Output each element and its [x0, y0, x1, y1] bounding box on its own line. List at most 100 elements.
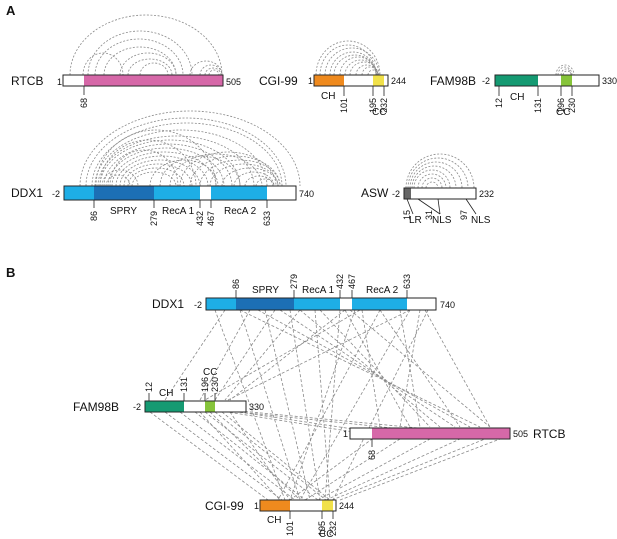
fam98b-mark-196-b: 196 — [200, 377, 210, 392]
ddx1-spry-domain — [94, 186, 154, 200]
cgi99-start-b: 1 — [254, 501, 259, 511]
rtcb-domain — [84, 75, 223, 86]
asw-mark-31-a: 31 — [424, 210, 434, 220]
fam98b-ch-domain-b — [145, 401, 184, 412]
cgi99-cc-label-b: CC — [319, 529, 333, 539]
ddx1-bar-a — [63, 185, 297, 208]
asw-start-a: -2 — [392, 189, 400, 199]
ddx1-mark-633-a: 633 — [262, 211, 272, 226]
cgi99-end-a: 244 — [391, 76, 406, 86]
panel-label-a: A — [6, 3, 16, 18]
cgi99-mark-101-b: 101 — [285, 521, 295, 536]
asw-lr-label-a: LR — [409, 215, 422, 226]
ddx1-name-b: DDX1 — [152, 297, 184, 311]
fam98b-mark-196-a: 196 — [556, 98, 566, 113]
cgi99-name-b: CGI-99 — [205, 499, 244, 513]
rtcb-name-b: RTCB — [533, 427, 565, 441]
ddx1-end-b: 740 — [440, 300, 455, 310]
fam98b-mark-131-a: 131 — [533, 98, 543, 113]
rtcb-end-b: 505 — [513, 429, 528, 439]
cgi99-end-b: 244 — [339, 501, 354, 511]
rtcb-intra-arcs — [69, 14, 223, 76]
fam98b-ch-label-a: CH — [510, 92, 524, 103]
ddx1-mark-279-b: 279 — [289, 274, 299, 289]
fam98b-start-b: -2 — [133, 402, 141, 412]
fam98b-mark-230-a: 230 — [567, 98, 577, 113]
fam98b-mark-131-b: 131 — [179, 377, 189, 392]
cgi99-ch-label-a: CH — [321, 91, 335, 102]
cgi99-bar-a — [313, 74, 389, 96]
fam98b-start-a: -2 — [482, 76, 490, 86]
ddx1-reca1-domain — [154, 186, 200, 200]
ddx1-reca1-label-a: RecA 1 — [162, 206, 195, 217]
rtcb-mark-68-a: 68 — [79, 98, 89, 108]
asw-name-a: ASW — [361, 186, 389, 200]
ddx1-mark-432-b: 432 — [335, 274, 345, 289]
cgi99-cc-domain — [373, 75, 384, 86]
rtcb-domain-b — [372, 428, 510, 439]
cgi99-bar-b — [259, 499, 337, 519]
cgi99-mark-195-a: 195 — [368, 98, 378, 113]
rtcb-mark-68-b: 68 — [367, 450, 377, 460]
fam98b-name-a: FAM98B — [430, 74, 476, 88]
fam98b-intra-arcs — [555, 64, 575, 76]
cgi99-cc-label-a: CC — [372, 107, 386, 118]
ddx1-reca1-label-b: RecA 1 — [302, 285, 335, 296]
ddx1-reca1-domain-b — [294, 298, 340, 310]
ddx1-mark-467-b: 467 — [347, 274, 357, 289]
fam98b-bar-b — [144, 393, 247, 413]
fam98b-ch-label-b: CH — [159, 388, 173, 399]
asw-nls2-label-a: NLS — [471, 215, 491, 226]
asw-mark-97-a: 97 — [459, 210, 469, 220]
asw-lr-region — [404, 188, 411, 199]
fam98b-ch-domain — [495, 75, 538, 86]
ddx1-reca2-domain — [211, 186, 267, 200]
rtcb-name-a: RTCB — [11, 74, 43, 88]
fam98b-mark-230-b: 230 — [210, 377, 220, 392]
fam98b-cc-label-b: CC — [203, 367, 217, 378]
fam98b-bar-a — [494, 74, 600, 96]
cgi99-intra-arcs — [315, 40, 381, 76]
asw-intra-arcs — [405, 153, 475, 189]
fam98b-cc-label-a: CC — [556, 107, 570, 118]
cgi99-mark-101-a: 101 — [339, 98, 349, 113]
fam98b-cc-domain-b — [205, 401, 215, 412]
asw-mark-15-a: 15 — [402, 210, 412, 220]
fam98b-end-b: 330 — [249, 402, 264, 412]
ddx1-start-a: -2 — [52, 189, 60, 199]
cgi99-cc-domain-b — [322, 500, 333, 511]
fam98b-mark-12-b: 12 — [144, 382, 154, 392]
ddx1-mark-279-a: 279 — [149, 211, 159, 226]
cgi99-mark-195-b: 195 — [317, 521, 327, 536]
cgi99-mark-232-b: 232 — [328, 521, 338, 536]
ddx1-spry-label-b: SPRY — [252, 285, 279, 296]
ddx1-nterm — [64, 186, 94, 200]
panel-label-b: B — [6, 265, 15, 280]
ddx1-spry-domain-b — [236, 298, 294, 310]
ddx1-bar-b — [205, 290, 437, 311]
ddx1-mark-86-a: 86 — [89, 211, 99, 221]
cgi99-start-a: 1 — [308, 76, 313, 86]
ddx1-mark-432-a: 432 — [195, 211, 205, 226]
ddx1-mark-467-a: 467 — [206, 211, 216, 226]
fam98b-cc-domain — [561, 75, 572, 86]
ddx1-name-a: DDX1 — [11, 186, 43, 200]
fam98b-mark-12-a: 12 — [494, 98, 504, 108]
ddx1-mark-86-b: 86 — [231, 279, 241, 289]
asw-bar-a — [403, 187, 477, 215]
cgi99-mark-232-a: 232 — [379, 98, 389, 113]
cgi99-ch-domain-b — [260, 500, 290, 511]
asw-nls1-label-a: NLS — [432, 215, 452, 226]
rtcb-start-b: 1 — [343, 429, 348, 439]
ddx1-end-a: 740 — [299, 189, 314, 199]
ddx1-reca2-label-a: RecA 2 — [224, 206, 257, 217]
rtcb-bar-b — [349, 427, 511, 447]
ddx1-reca2-label-b: RecA 2 — [366, 285, 399, 296]
rtcb-start-a: 1 — [57, 77, 62, 87]
inter-crosslinks — [149, 309, 501, 501]
ddx1-mark-633-b: 633 — [402, 274, 412, 289]
cgi99-name-a: CGI-99 — [259, 74, 298, 88]
ddx1-intra-arcs — [79, 110, 301, 187]
ddx1-start-b: -2 — [194, 300, 202, 310]
